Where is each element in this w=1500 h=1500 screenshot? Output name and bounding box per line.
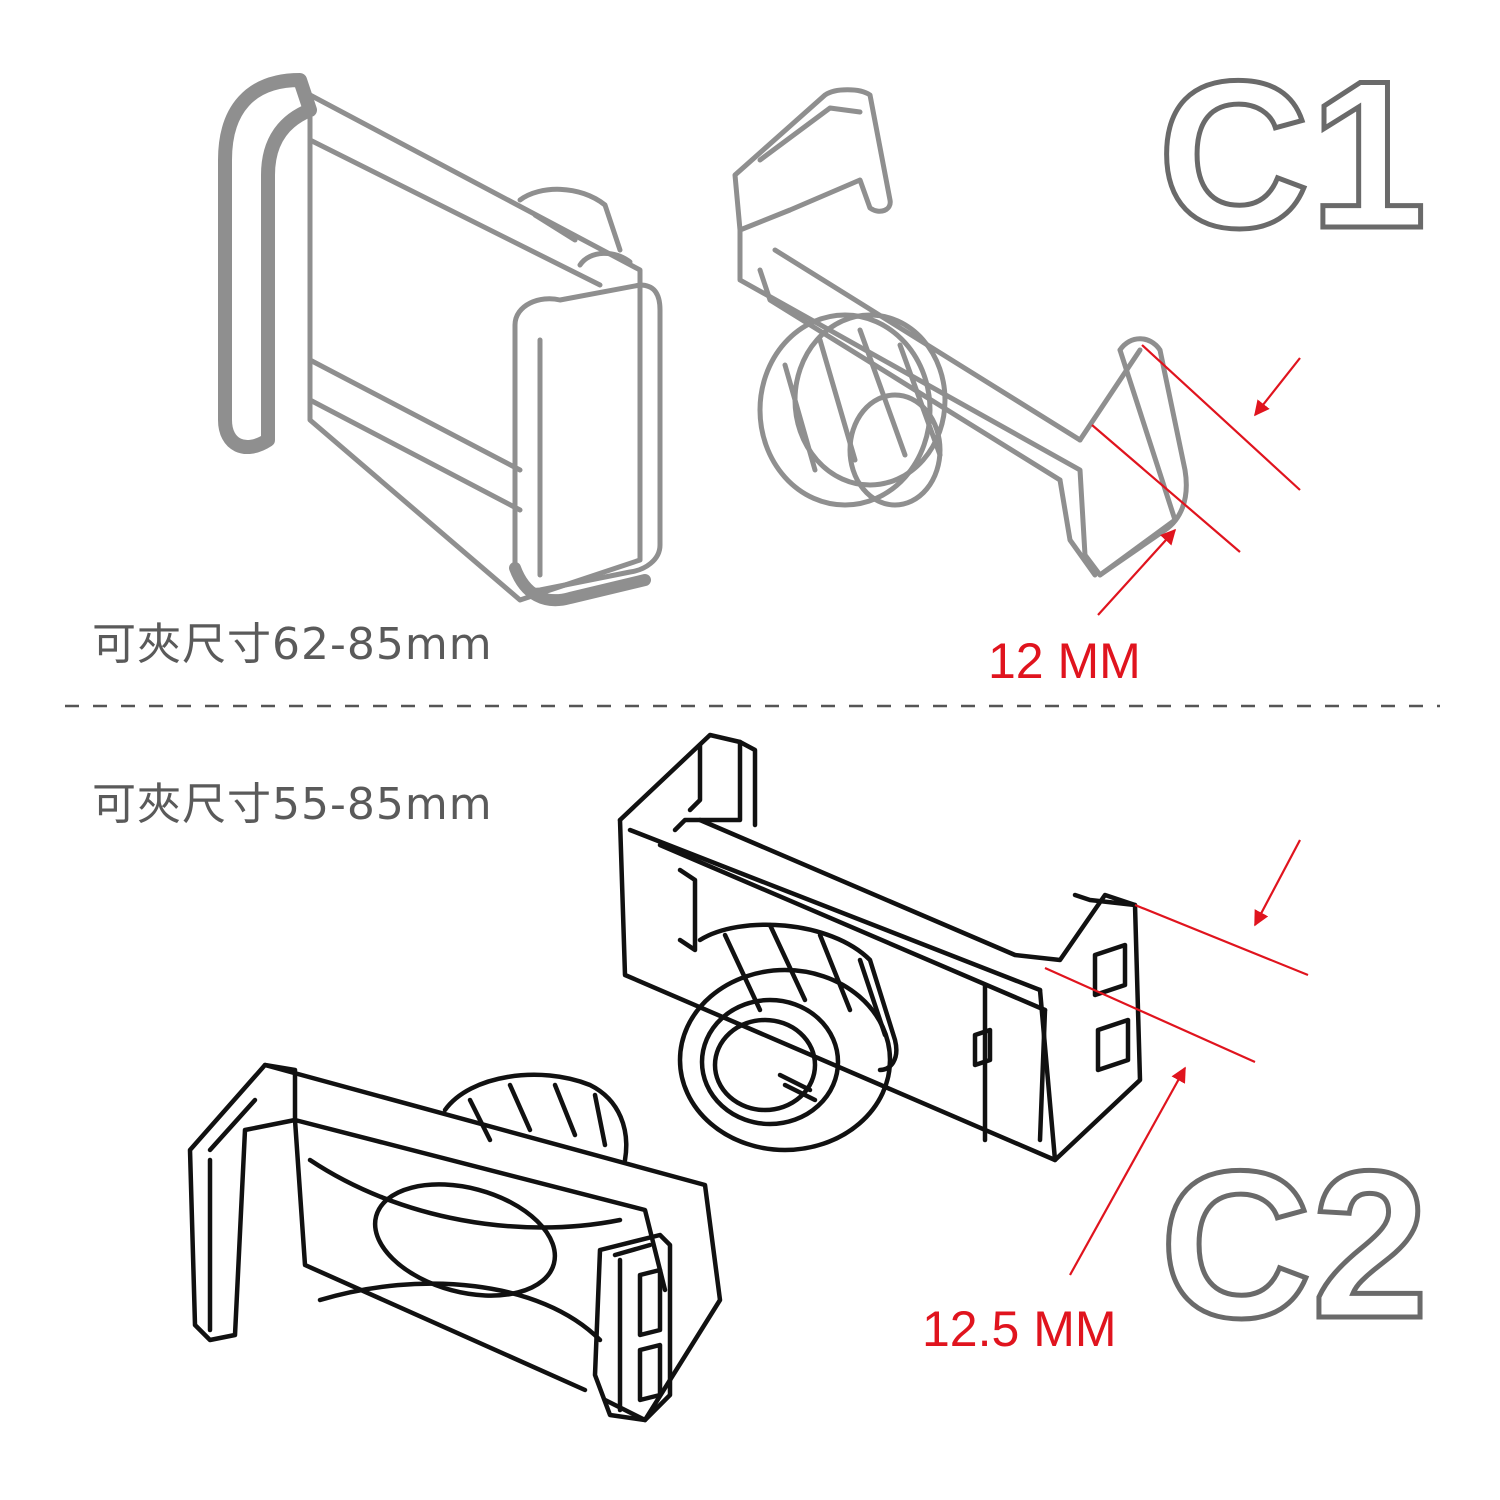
c1-holder-front-view	[218, 73, 663, 607]
c1-holder-rear-view	[732, 87, 1189, 578]
model-title-c1: C1	[1155, 37, 1428, 272]
clamp-range-c1: 可夾尺寸62-85mm	[92, 619, 493, 670]
c2-holder-front-view	[187, 1062, 723, 1423]
dimension-label-c2: 12.5 MM	[922, 1301, 1117, 1357]
c2-holder-rear-view	[617, 732, 1143, 1163]
dimension-label-c1: 12 MM	[988, 633, 1141, 689]
c1-dimension-lines	[1091, 344, 1301, 616]
c2-dimension-lines	[1044, 839, 1309, 1276]
model-title-c2: C2	[1157, 1127, 1430, 1362]
clamp-range-c2: 可夾尺寸55-85mm	[92, 779, 493, 830]
